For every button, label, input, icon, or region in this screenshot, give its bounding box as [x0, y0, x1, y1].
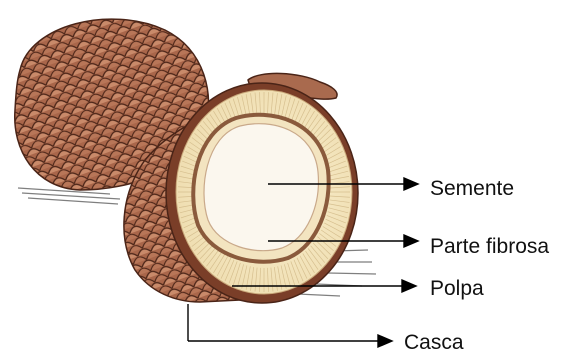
arrowhead-fibrosa — [404, 235, 418, 247]
label-parte-fibrosa: Parte fibrosa — [430, 236, 549, 257]
arrowhead-polpa — [402, 280, 416, 292]
label-polpa: Polpa — [430, 278, 484, 299]
arrowhead-casca — [378, 335, 392, 347]
label-semente: Semente — [430, 178, 514, 199]
semente-region — [204, 124, 318, 251]
arrowhead-semente — [404, 178, 418, 190]
label-casca: Casca — [404, 332, 464, 353]
